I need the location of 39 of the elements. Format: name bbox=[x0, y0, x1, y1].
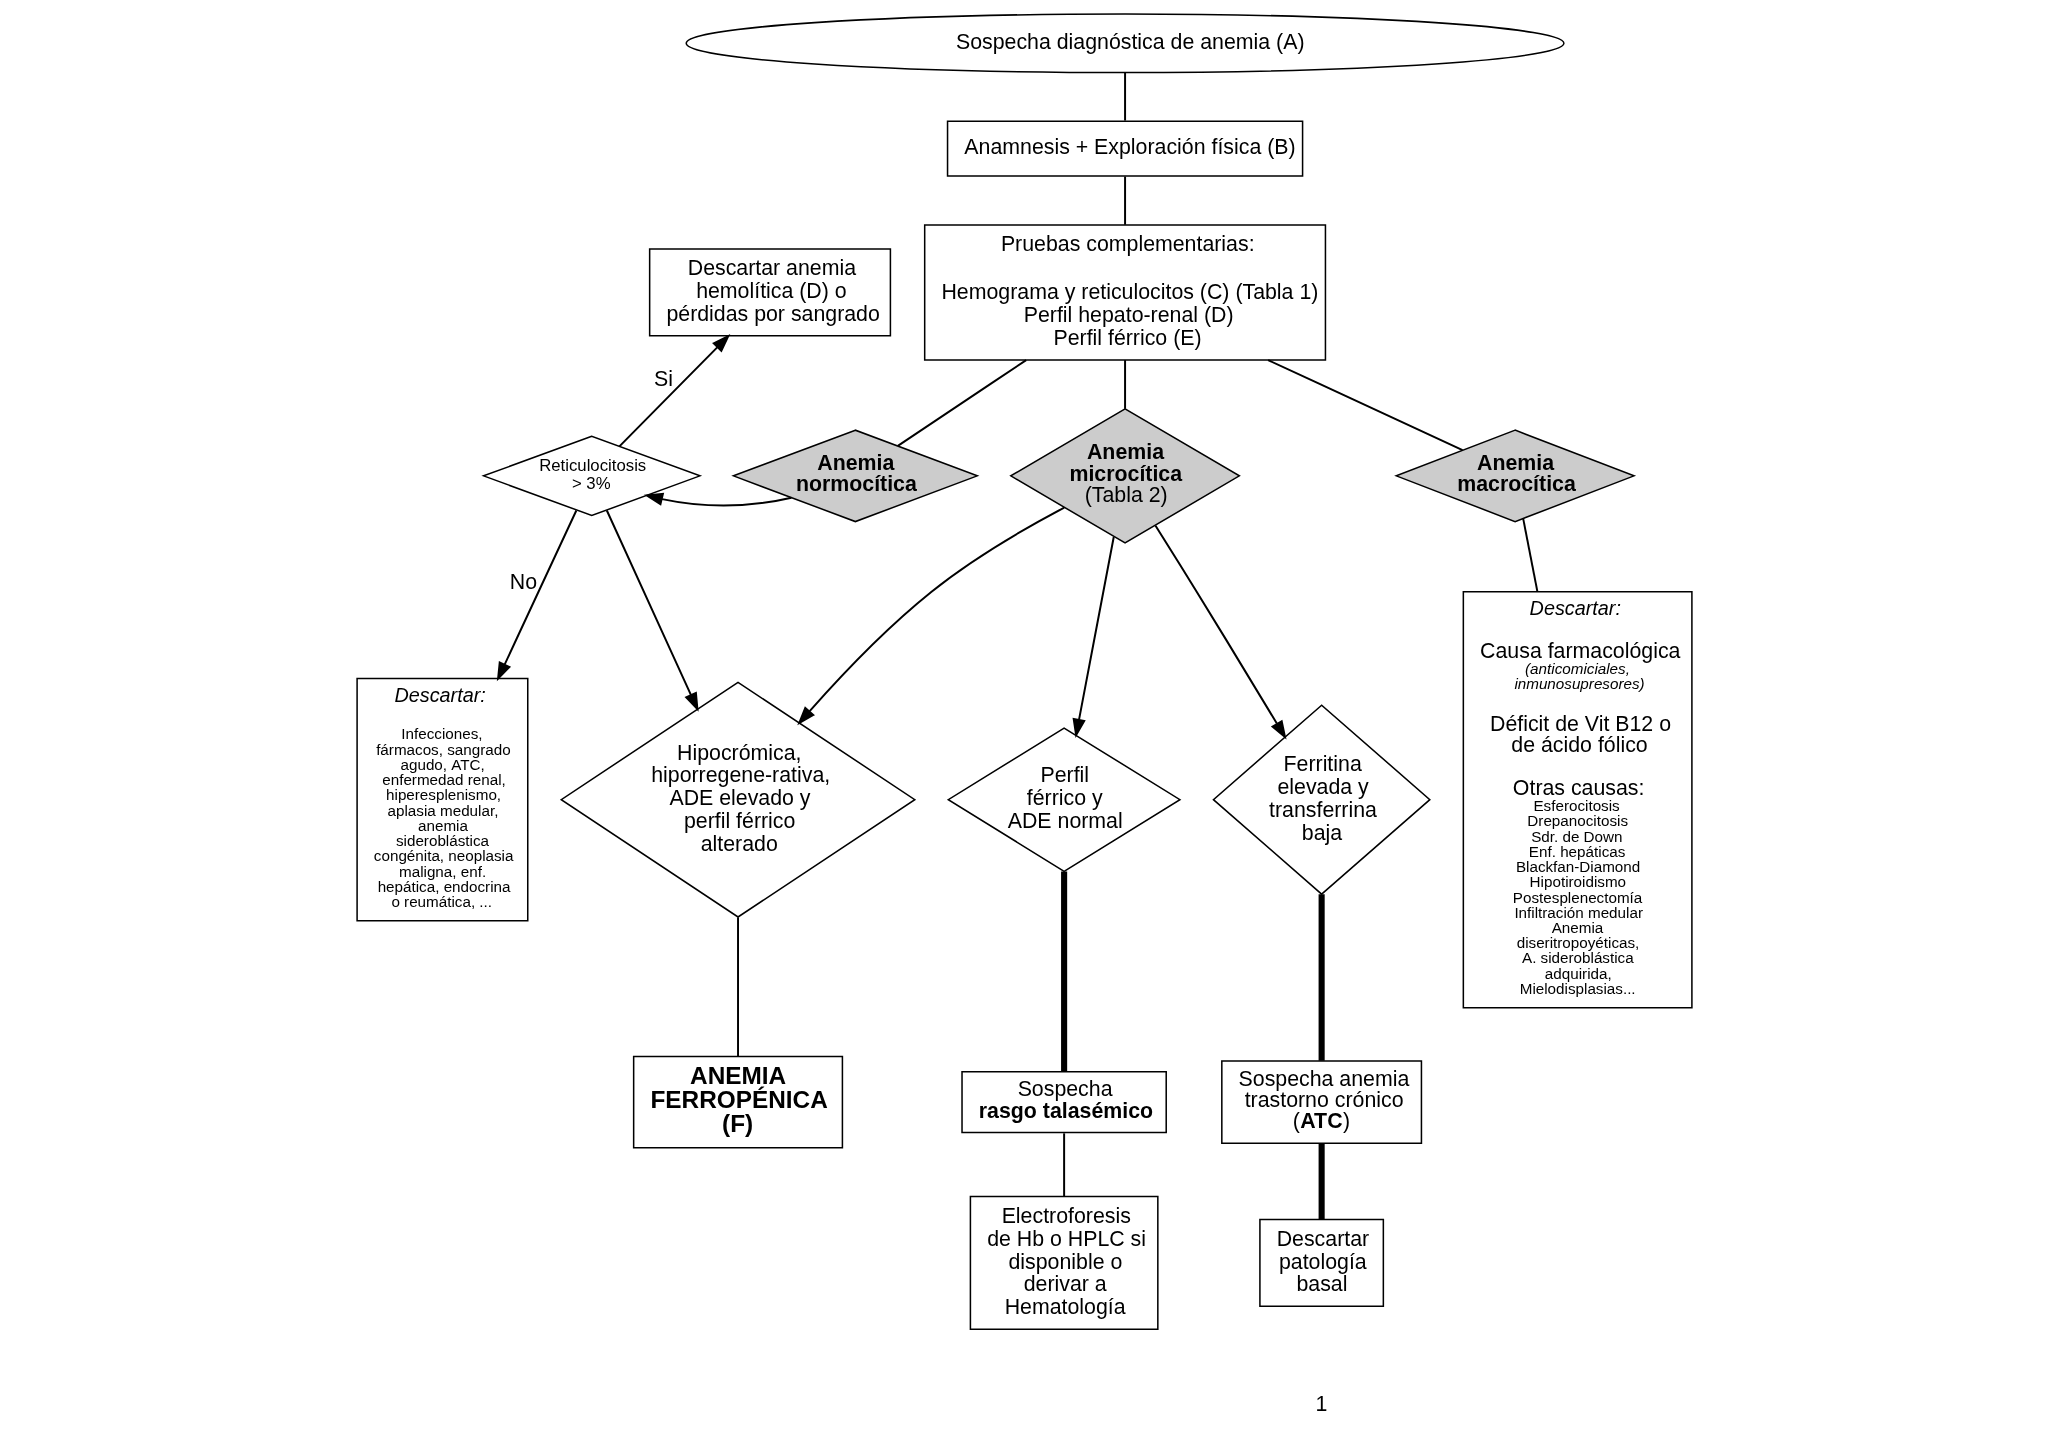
arrow bbox=[796, 506, 1065, 726]
connector bbox=[1318, 1143, 1325, 1220]
arrow bbox=[617, 334, 730, 448]
connector bbox=[1123, 359, 1126, 410]
connector bbox=[1123, 175, 1126, 226]
connector bbox=[1060, 871, 1067, 1072]
node-box: Pruebas complementarias: Hemograma y reticulocitos (C) (Tabla 1) Perfil hepato-renal (D) Perfil férrico (E) bbox=[923, 224, 1326, 361]
node-box: Sospecha anemia trastorno crónico (ATC) bbox=[1220, 1060, 1422, 1145]
node-box: Sospecha rasgo talasémico bbox=[960, 1070, 1167, 1134]
arrow bbox=[605, 509, 699, 712]
connector bbox=[736, 916, 739, 1058]
node-diamond: Perfil férrico y ADE normal bbox=[946, 727, 1181, 873]
arrow bbox=[1154, 524, 1286, 740]
arrow bbox=[643, 492, 792, 507]
connector bbox=[896, 359, 1027, 447]
node-diamond: Ferritina elevada y transferrina baja bbox=[1211, 704, 1431, 896]
node-box: Descartar anemia hemolítica (D) o pérdidas por sangrado bbox=[648, 248, 891, 337]
node-box: ANEMIA FERROPÉNICA (F) bbox=[632, 1055, 843, 1149]
arrow bbox=[496, 509, 577, 682]
node-box: Anamnesis + Exploración física (B) bbox=[946, 120, 1303, 177]
node-diamond: Anemia microcítica (Tabla 2) bbox=[1008, 407, 1241, 544]
label: 1 bbox=[1315, 1392, 1327, 1416]
connector bbox=[1123, 71, 1126, 122]
node-diamond: Anemia normocítica bbox=[730, 429, 979, 523]
edge-label: No bbox=[509, 569, 537, 594]
node-box: Descartar: Causa farmacológica (anticomiciales, inmunosupresores) Déficit de Vit B12 o de ácido fólico Otras causas: Esferocitosis Drepanocitosis Sdr. de Down Enf. hepáticas Blackfan-Diamond Hipotiroidismo Postesplenectomía Infiltración medular Anemia diseritropoyéticas, A. sideroblástica adquirida, Mielodisplasias... bbox=[1462, 590, 1693, 1009]
connector bbox=[1062, 1132, 1065, 1198]
connector bbox=[1266, 359, 1464, 451]
connector bbox=[1521, 517, 1538, 593]
node-diamond: Hipocrómica, hiporregene-rativa, ADE elevado y perfil férrico alterado bbox=[559, 681, 916, 918]
node-box: Descartar patología basal bbox=[1258, 1218, 1384, 1308]
edge-label: Si bbox=[653, 366, 673, 391]
node-box: Electroforesis de Hb o HPLC si disponible o derivar a Hematología bbox=[969, 1195, 1159, 1330]
node-ellipse: Sospecha diagnóstica de anemia (A) bbox=[684, 13, 1565, 74]
node-diamond: Anemia macrocítica bbox=[1393, 429, 1636, 523]
arrow bbox=[1072, 536, 1115, 738]
connector bbox=[1318, 894, 1325, 1061]
node-diamond: Reticulocitosis > 3% bbox=[480, 435, 702, 517]
node-box: Descartar: Infecciones, fármacos, sangrado agudo, ATC, enfermedad renal, hiperesplenismo, aplasia medular, anemia sideroblástica congénita, neoplasia maligna, enf. hepática, endocrina o reumática, ... bbox=[355, 677, 528, 922]
